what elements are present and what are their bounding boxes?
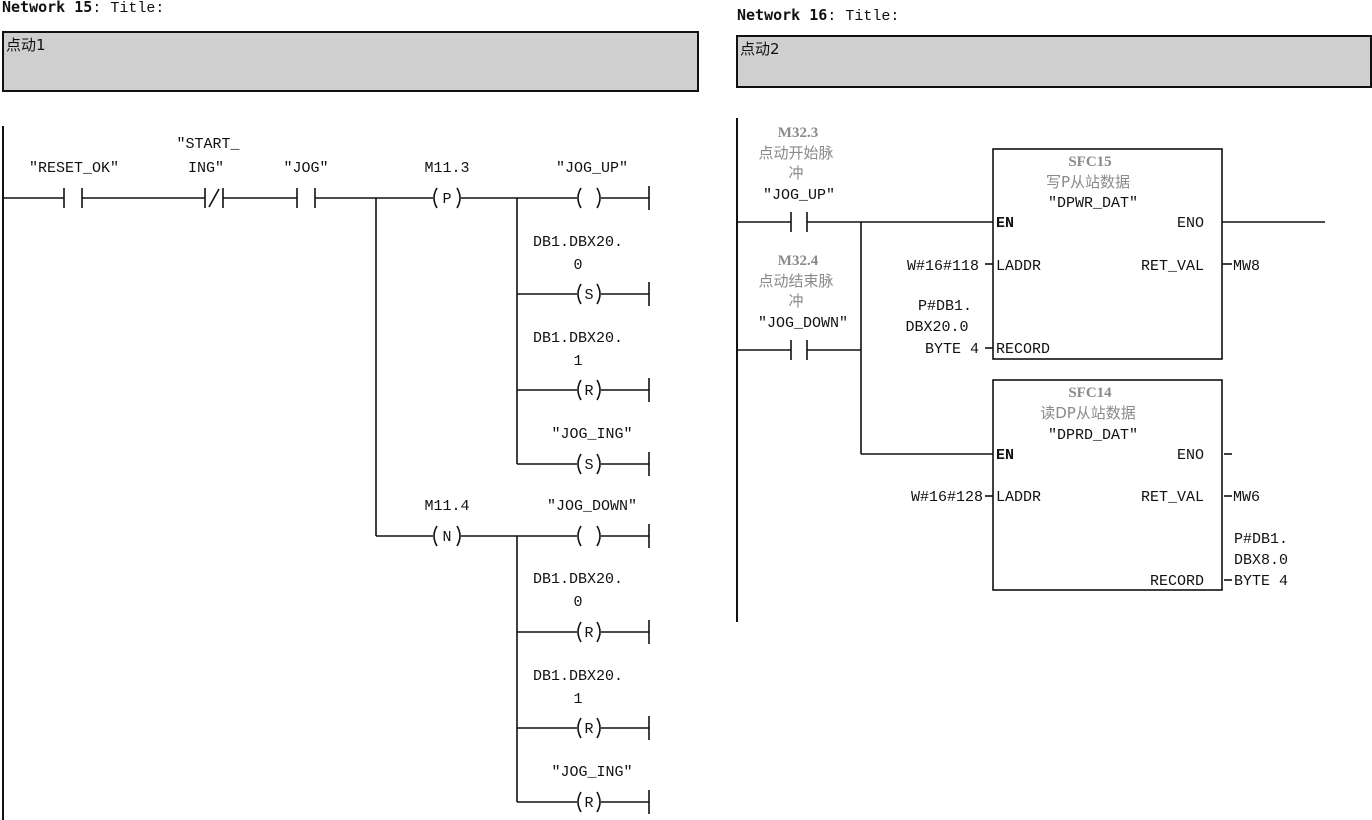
n16-block-sfc15-ret-value: MW8 [1233,258,1260,275]
n15-coil-jog-ing-reset[interactable] [517,790,650,814]
n16-block-sfc15-comment: 写P从站数据 [1046,173,1130,191]
n16-block-sfc14-pin-en: EN [996,447,1014,464]
n15-coil-dbx20-1-reset[interactable] [517,378,650,402]
n16-block-sfc14-name: "DPRD_DAT" [1048,427,1138,444]
n15-edge-p-symbol: P [442,191,451,208]
n15-coil-jog-ing-set[interactable] [517,452,650,476]
network-16-title-label: : Title: [827,8,900,25]
n16-block-sfc15-laddr-value: W#16#118 [907,258,979,275]
n15-coil-jog-ing-set-symbol: S [584,457,593,474]
n16-contact-jog-up[interactable] [790,212,808,232]
network-15-label: Network 15 [2,0,93,16]
n15-coil-dbx20-0-reset-label-2: 0 [573,594,582,611]
n15-coil-dbx20-1-reset-b-label-1: DB1.DBX20. [533,668,623,685]
network-15-title: Network 15: Title: [2,0,164,17]
network-16-comment[interactable]: 点动2 [736,35,1372,88]
n15-edge-n[interactable] [433,525,461,547]
network-15-comment[interactable]: 点动1 [2,31,699,92]
n16-block-sfc15-pin-eno: ENO [1177,215,1204,232]
n15-coil-dbx20-1-reset-b-label-2: 1 [573,691,582,708]
n16-contact-jog-down-label: "JOG_DOWN" [758,315,848,332]
n16-block-sfc14-pin-eno: ENO [1177,447,1204,464]
n16-block-sfc14-ret-value: MW6 [1233,489,1260,506]
n15-coil-jog-ing-set-label: "JOG_ING" [551,426,632,443]
n15-coil-dbx20-0-set-label-2: 0 [573,257,582,274]
n15-coil-dbx20-1-reset-b-symbol: R [584,721,593,738]
n15-coil-jog-up[interactable] [517,186,650,210]
n15-contact-reset-ok[interactable] [63,188,83,208]
n15-contact-start-ing[interactable] [204,188,224,208]
n16-block-sfc15-pin-en: EN [996,215,1014,232]
n16-contact-jog-up-comment-1: 点动开始脉 [758,144,833,162]
n16-block-sfc14-pin-laddr: LADDR [996,489,1041,506]
n16-block-sfc15-record-value-1: P#DB1. [918,298,972,315]
n15-contact-jog[interactable] [296,188,316,208]
n16-block-sfc15-number: SFC15 [1068,154,1111,170]
n15-coil-jog-ing-reset-label: "JOG_ING" [551,764,632,781]
n15-edge-n-symbol: N [442,529,451,546]
n16-block-sfc14-comment: 读DP从站数据 [1040,404,1136,422]
n16-block-sfc15[interactable] [992,148,1223,360]
n16-block-sfc15-pin-ret-val: RET_VAL [1141,258,1204,275]
n16-contact-jog-down-address: M32.4 [778,253,819,269]
network-15-title-label: : Title: [92,0,165,17]
n15-coil-dbx20-0-set-label-1: DB1.DBX20. [533,234,623,251]
n16-block-sfc14[interactable] [992,379,1223,591]
n16-block-sfc15-pin-laddr: LADDR [996,258,1041,275]
n16-contact-jog-up-comment-2: 冲 [788,164,803,182]
n15-coil-dbx20-1-reset-label-1: DB1.DBX20. [533,330,623,347]
n15-coil-dbx20-0-reset[interactable] [517,620,650,644]
n15-edge-p-address: M11.3 [424,160,469,177]
n16-block-sfc14-record-value-3: BYTE 4 [1234,573,1288,590]
n16-block-sfc15-record-value-2: DBX20.0 [905,319,968,336]
n15-coil-dbx20-0-set-symbol: S [584,287,593,304]
n15-edge-n-address: M11.4 [424,498,469,515]
n16-contact-jog-up-address: M32.3 [778,125,818,141]
n15-coil-jog-down-label: "JOG_DOWN" [547,498,637,515]
n15-coil-jog-ing-reset-symbol: R [584,795,593,812]
n16-block-sfc14-pin-ret-val: RET_VAL [1141,489,1204,506]
n15-contact-start-ing-label-1: "START_ [176,136,240,153]
n16-block-sfc15-record-value-3: BYTE 4 [925,341,979,358]
n16-contact-jog-down-comment-2: 冲 [788,292,803,310]
n15-edge-p[interactable] [433,187,461,209]
n16-block-sfc14-pin-record: RECORD [1150,573,1204,590]
n15-coil-jog-down[interactable] [517,524,650,548]
network-16-title: Network 16: Title: [737,6,899,25]
n16-block-sfc14-record-value-2: DBX8.0 [1234,552,1288,569]
n16-block-sfc14-number: SFC14 [1068,385,1112,401]
n16-contact-jog-down[interactable] [790,340,808,360]
n15-coil-dbx20-0-reset-label-1: DB1.DBX20. [533,571,623,588]
n15-coil-jog-up-label: "JOG_UP" [556,160,628,177]
n16-contact-jog-down-comment-1: 点动结束脉 [758,272,833,290]
n15-contact-jog-label: "JOG" [283,160,328,177]
n15-coil-dbx20-0-set[interactable] [517,282,650,306]
n15-coil-dbx20-0-reset-symbol: R [584,625,593,642]
n16-block-sfc15-pin-record: RECORD [996,341,1050,358]
n15-coil-dbx20-1-reset-symbol: R [584,383,593,400]
n16-block-sfc15-name: "DPWR_DAT" [1048,195,1138,212]
n15-coil-dbx20-1-reset-label-2: 1 [573,353,582,370]
n16-block-sfc14-record-value-1: P#DB1. [1234,531,1288,548]
n16-contact-jog-up-label: "JOG_UP" [763,187,835,204]
n16-block-sfc14-laddr-value: W#16#128 [911,489,983,506]
network-16-label: Network 16 [737,6,828,24]
n15-coil-dbx20-1-reset-b[interactable] [517,716,650,740]
n15-contact-reset-ok-label: "RESET_OK" [29,160,119,177]
n15-contact-start-ing-label-2: ING" [188,160,224,177]
